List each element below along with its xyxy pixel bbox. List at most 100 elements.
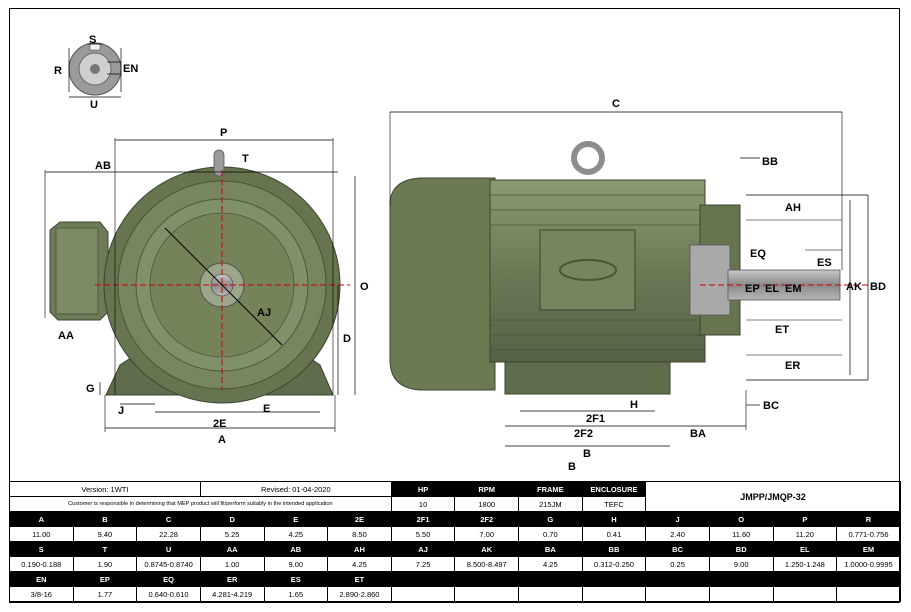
dimension-value-cell bbox=[708, 586, 774, 602]
label-BC: BC bbox=[763, 400, 779, 412]
dimension-value-cell: 0.640-0.610 bbox=[136, 586, 201, 602]
label-T: T bbox=[242, 153, 249, 165]
label-EM: EM bbox=[785, 283, 802, 295]
label-A: A bbox=[218, 434, 226, 446]
dimension-header-cell: S bbox=[9, 541, 74, 557]
label-S: S bbox=[89, 34, 96, 46]
dimension-value-cell bbox=[645, 586, 710, 602]
dimension-value-cell: 11.60 bbox=[708, 526, 774, 542]
label-EL: EL bbox=[765, 283, 779, 295]
summary-header: ENCLOSURE bbox=[581, 481, 647, 497]
dimension-header-cell: G bbox=[518, 511, 583, 527]
dimension-value-cell: 2.890-2.860 bbox=[327, 586, 392, 602]
dimension-value-cell: 11.00 bbox=[9, 526, 74, 542]
dimension-value-cell: 5.50 bbox=[390, 526, 456, 542]
summary-value: 215JM bbox=[518, 496, 583, 512]
dimension-value-cell: 4.25 bbox=[263, 526, 329, 542]
dimension-value-cell bbox=[772, 586, 838, 602]
label-B: B bbox=[583, 448, 591, 460]
dimension-value-cell: 0.771-0.756 bbox=[836, 526, 901, 542]
dimension-value-cell: 0.312-0.250 bbox=[581, 556, 647, 572]
dimension-header-cell bbox=[645, 571, 710, 587]
label-D: D bbox=[343, 333, 351, 345]
model-title: JMPP/JMQP-32 bbox=[645, 481, 901, 512]
label-EN: EN bbox=[123, 63, 138, 75]
side-view bbox=[389, 111, 870, 447]
label-BB: BB bbox=[762, 156, 778, 168]
label-AH: AH bbox=[785, 202, 801, 214]
dimension-value-cell: 9.00 bbox=[263, 556, 329, 572]
dimension-header-cell: EP bbox=[72, 571, 138, 587]
dimension-header-cell bbox=[772, 571, 838, 587]
label-P: P bbox=[220, 127, 227, 139]
dimension-header-cell: AB bbox=[263, 541, 329, 557]
dimension-header-cell: 2F2 bbox=[454, 511, 520, 527]
dimension-header-cell: EN bbox=[9, 571, 74, 587]
dimension-header-cell: 2F1 bbox=[390, 511, 456, 527]
dimension-header-cell: B bbox=[72, 511, 138, 527]
disclaimer: Customer is responsible in determining t… bbox=[9, 496, 392, 512]
shaft-end-detail bbox=[68, 42, 122, 98]
version-cell: Version: 1WTI bbox=[9, 481, 201, 497]
dimension-value-cell: 1.65 bbox=[263, 586, 329, 602]
dimension-header-cell: AA bbox=[199, 541, 265, 557]
label-ER: ER bbox=[785, 360, 800, 372]
summary-header: RPM bbox=[454, 481, 520, 497]
label-J: J bbox=[118, 405, 124, 417]
motor-dimension-drawing: S R EN U P T A B bbox=[44, 34, 886, 473]
dimension-value-cell: 9.00 bbox=[708, 556, 774, 572]
label-R: R bbox=[54, 65, 62, 77]
dimension-value-cell: 1.77 bbox=[72, 586, 138, 602]
dimension-header-cell bbox=[390, 571, 456, 587]
dimension-header-cell: 2E bbox=[327, 511, 392, 527]
dimension-header-cell: AJ bbox=[390, 541, 456, 557]
dimension-header-cell: BB bbox=[581, 541, 647, 557]
label-H: H bbox=[630, 399, 638, 411]
dimension-value-cell bbox=[454, 586, 520, 602]
summary-header: FRAME bbox=[518, 481, 583, 497]
label-ET: ET bbox=[775, 324, 789, 336]
dimension-value-cell: 0.8745-0.8740 bbox=[136, 556, 201, 572]
label-E: E bbox=[263, 403, 270, 415]
summary-header: HP bbox=[390, 481, 456, 497]
dimension-header-cell bbox=[836, 571, 901, 587]
dimension-header-cell: U bbox=[136, 541, 201, 557]
dimension-value-cell: 9.40 bbox=[72, 526, 138, 542]
dimension-value-cell: 0.70 bbox=[518, 526, 583, 542]
dimension-header-cell: EL bbox=[772, 541, 838, 557]
dimension-header-cell bbox=[581, 571, 647, 587]
label-BD: BD bbox=[870, 281, 886, 293]
dimension-value-cell bbox=[581, 586, 647, 602]
dimension-value-cell: 4.25 bbox=[327, 556, 392, 572]
dimension-header-cell: ES bbox=[263, 571, 329, 587]
dimension-header-cell: BD bbox=[708, 541, 774, 557]
label-G: G bbox=[86, 383, 95, 395]
dimension-header-cell: J bbox=[645, 511, 710, 527]
revised-cell: Revised: 01-04-2020 bbox=[199, 481, 392, 497]
dimension-value-cell bbox=[836, 586, 901, 602]
dimension-value-cell: 8.50 bbox=[327, 526, 392, 542]
dimension-value-cell: 7.25 bbox=[390, 556, 456, 572]
dimension-header-cell: BC bbox=[645, 541, 710, 557]
dimension-header-cell bbox=[708, 571, 774, 587]
dimension-value-cell: 22.28 bbox=[136, 526, 201, 542]
dimension-value-cell: 1.250-1.248 bbox=[772, 556, 838, 572]
dimension-value-cell: 0.25 bbox=[645, 556, 710, 572]
front-view bbox=[44, 138, 356, 432]
dimension-header-cell bbox=[454, 571, 520, 587]
dimension-header-cell: C bbox=[136, 511, 201, 527]
label-U: U bbox=[90, 99, 98, 111]
spec-table: Version: 1WTI Revised: 01-04-2020 HP RPM… bbox=[9, 481, 901, 602]
dimension-value-cell: 7.00 bbox=[454, 526, 520, 542]
label-C: C bbox=[612, 98, 620, 110]
dimension-value-cell bbox=[518, 586, 583, 602]
label-O: O bbox=[360, 281, 369, 293]
dimension-value-cell: 1.00 bbox=[199, 556, 265, 572]
dimension-header-cell: T bbox=[72, 541, 138, 557]
